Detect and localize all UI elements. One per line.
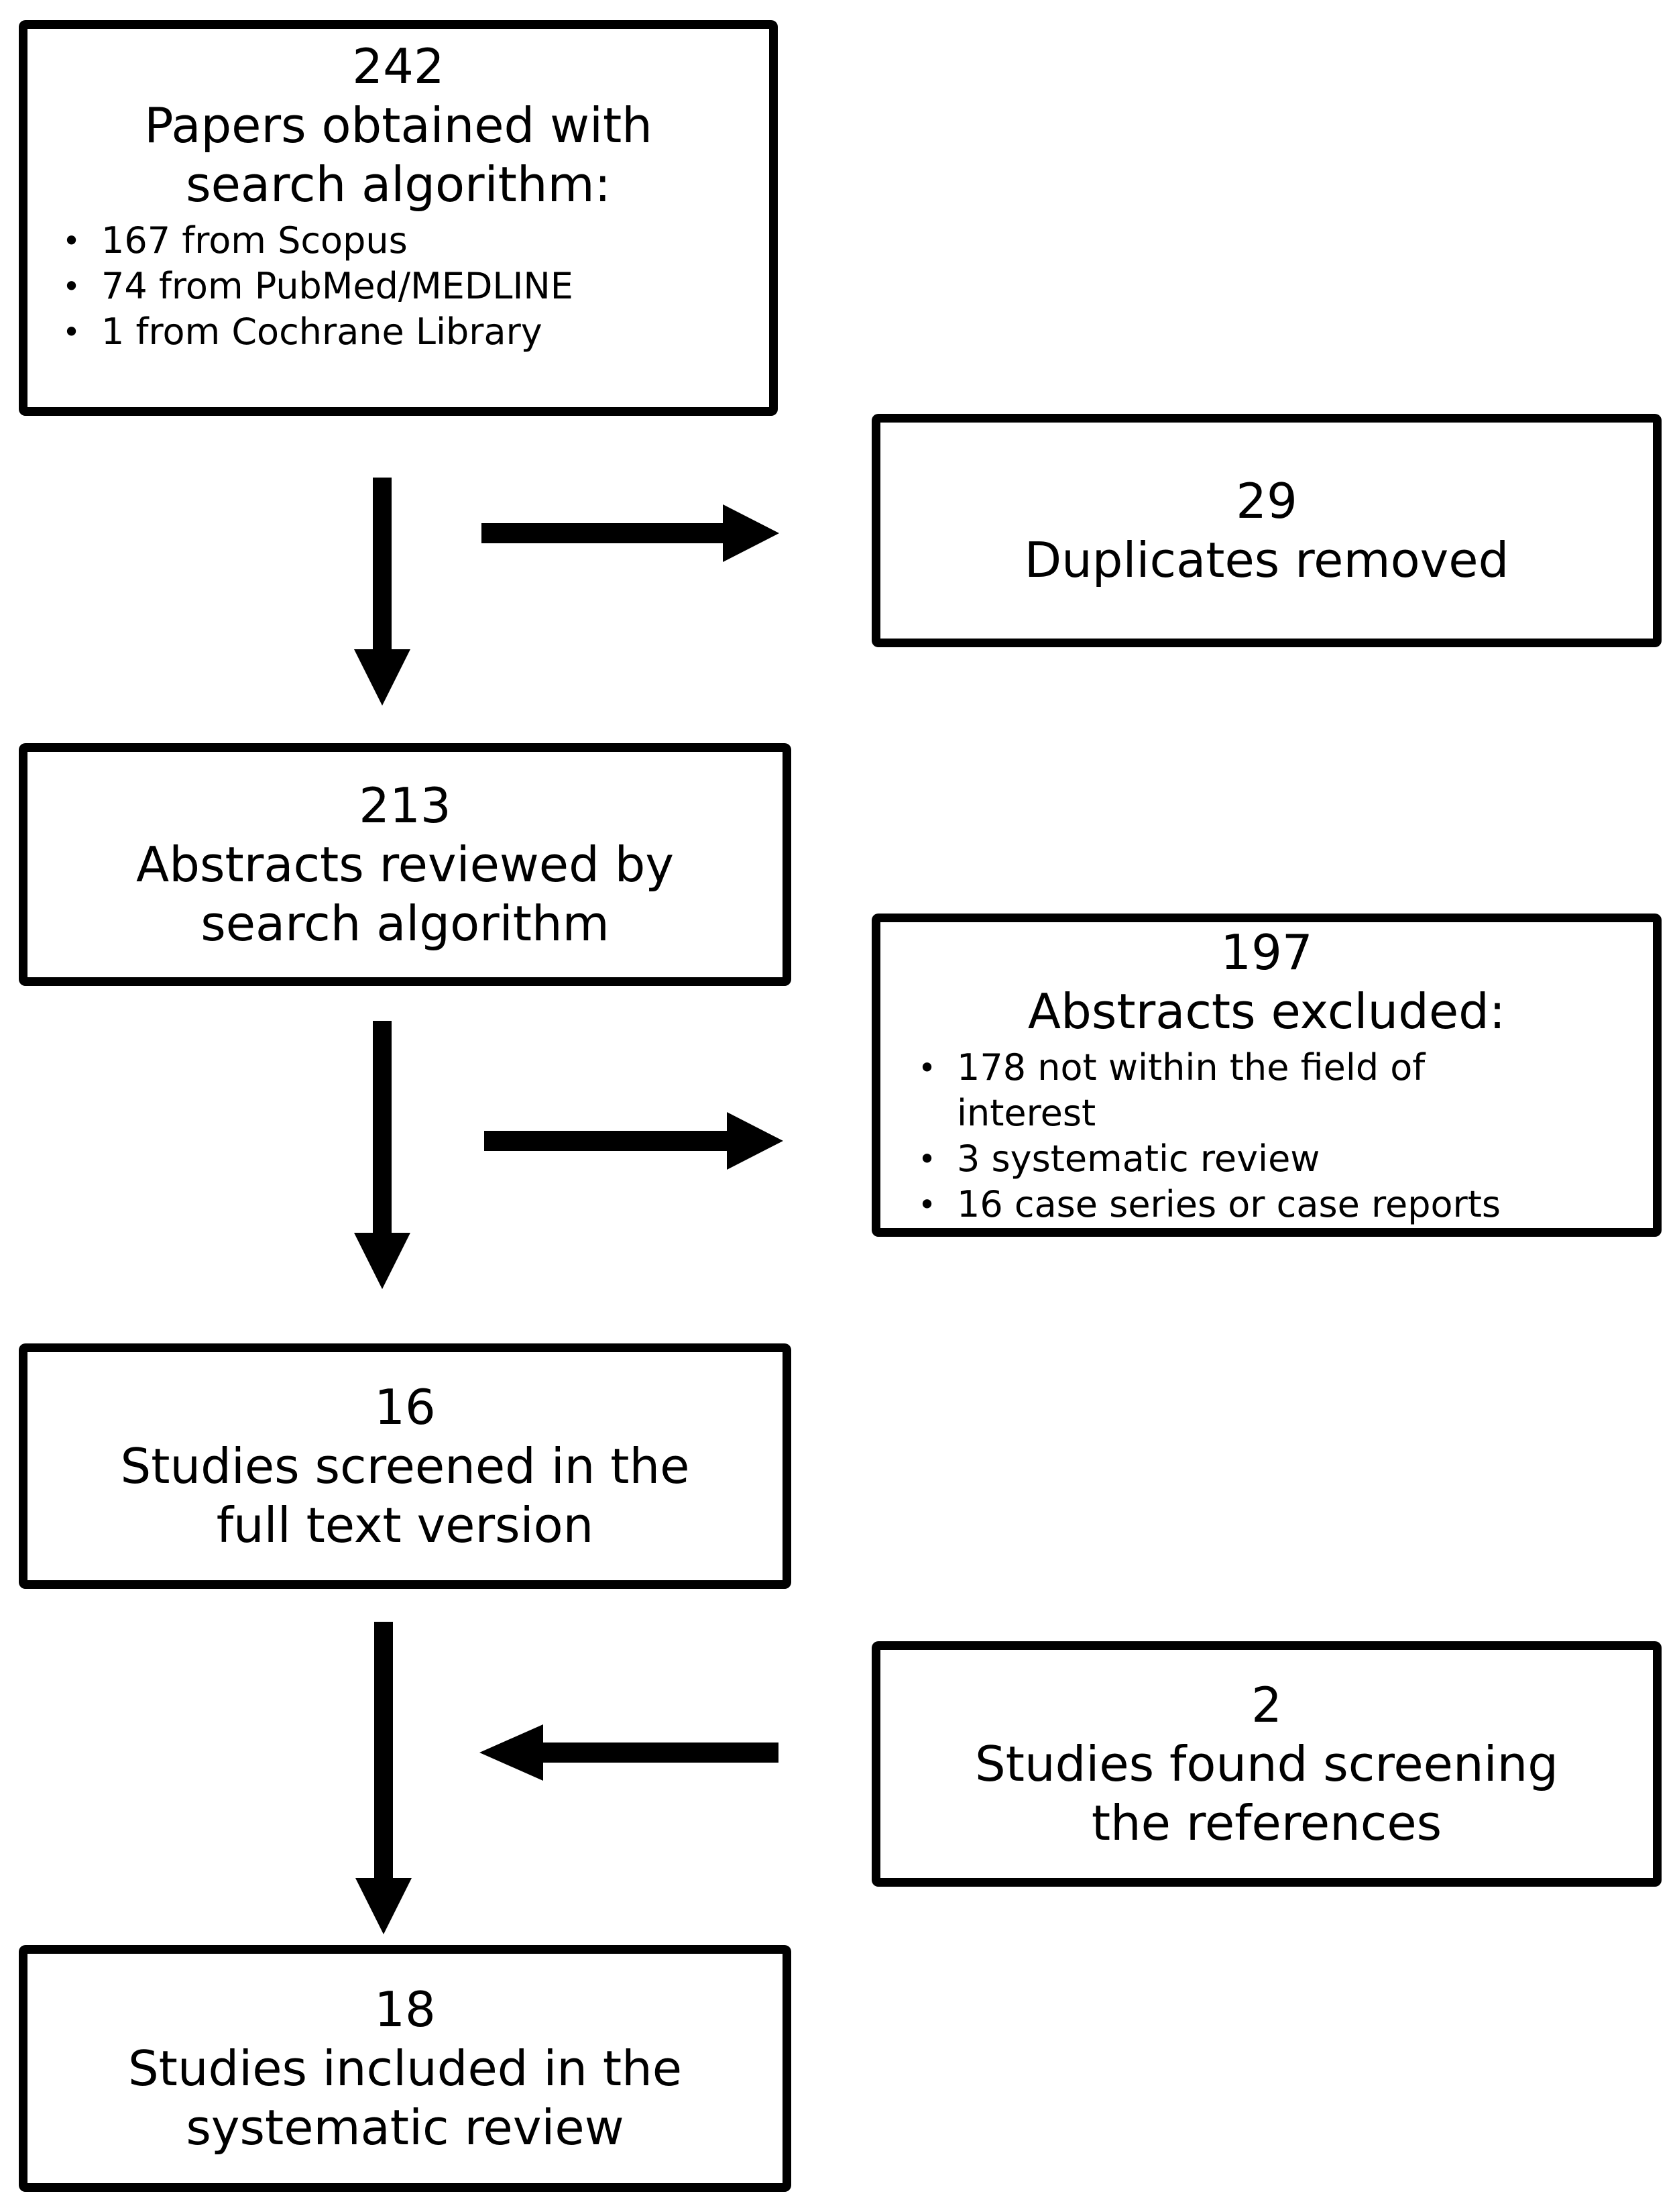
arrow-head — [727, 1112, 783, 1170]
abstracts-reviewed-count: 213 — [359, 777, 451, 834]
references-found-line: Studies found screening — [975, 1736, 1558, 1792]
papers-obtained-bullets: 167 from Scopus 74 from PubMed/MEDLINE 1… — [27, 218, 769, 355]
box-duplicates-removed: 29 Duplicates removed — [872, 414, 1662, 647]
arrow-shaft — [484, 1131, 727, 1151]
down-arrow-3 — [355, 1622, 412, 1934]
papers-obtained-count: 242 — [352, 38, 445, 95]
box-papers-obtained: 242 Papers obtained with search algorith… — [19, 20, 778, 416]
bullet-item: 74 from PubMed/MEDLINE — [58, 264, 671, 309]
arrow-shaft — [481, 523, 723, 543]
references-found-count: 2 — [1251, 1677, 1282, 1733]
bullet-item: 167 from Scopus — [58, 218, 671, 264]
abstracts-excluded-count: 197 — [1220, 924, 1313, 981]
down-arrow-1 — [354, 478, 410, 706]
abstracts-reviewed-line: search algorithm — [200, 895, 610, 952]
abstracts-excluded-line: Abstracts excluded: — [1027, 983, 1506, 1040]
arrow-head — [479, 1724, 543, 1781]
bullet-item: 3 systematic review — [914, 1136, 1527, 1182]
duplicates-removed-line: Duplicates removed — [1024, 532, 1509, 588]
down-arrow-2 — [354, 1021, 410, 1289]
box-references-found: 2 Studies found screening the references — [872, 1641, 1662, 1887]
duplicates-removed-count: 29 — [1236, 473, 1297, 529]
box-abstracts-excluded: 197 Abstracts excluded: 178 not within t… — [872, 914, 1662, 1237]
box-abstracts-reviewed: 213 Abstracts reviewed by search algorit… — [19, 743, 791, 986]
arrow-shaft — [543, 1743, 778, 1763]
bullet-item: 178 not within the field of interest — [914, 1045, 1527, 1136]
bullet-item: 16 case series or case reports — [914, 1182, 1527, 1227]
bullet-item: 1 from Cochrane Library — [58, 309, 671, 355]
arrow-head — [354, 649, 410, 706]
arrow-head — [723, 504, 779, 562]
included-count: 18 — [374, 1981, 436, 2038]
abstracts-excluded-bullets: 178 not within the field of interest 3 s… — [880, 1045, 1653, 1227]
papers-obtained-line: search algorithm: — [186, 156, 611, 213]
references-found-line: the references — [1091, 1795, 1442, 1851]
box-full-text-screened: 16 Studies screened in the full text ver… — [19, 1343, 791, 1589]
full-text-screened-line: Studies screened in the — [120, 1438, 690, 1494]
arrow-shaft — [374, 1622, 393, 1878]
box-included: 18 Studies included in the systematic re… — [19, 1945, 791, 2192]
arrow-shaft — [373, 1021, 392, 1233]
full-text-screened-count: 16 — [374, 1379, 436, 1435]
right-arrow-2 — [484, 1112, 783, 1170]
included-line: systematic review — [186, 2099, 624, 2156]
full-text-screened-line: full text version — [216, 1497, 594, 1553]
arrow-head — [354, 1233, 410, 1289]
abstracts-reviewed-line: Abstracts reviewed by — [136, 836, 674, 893]
arrow-head — [355, 1878, 412, 1934]
right-arrow-1 — [481, 504, 779, 562]
left-arrow-1 — [479, 1724, 778, 1781]
included-line: Studies included in the — [127, 2040, 683, 2097]
arrow-shaft — [373, 478, 392, 649]
papers-obtained-line: Papers obtained with — [144, 97, 652, 154]
